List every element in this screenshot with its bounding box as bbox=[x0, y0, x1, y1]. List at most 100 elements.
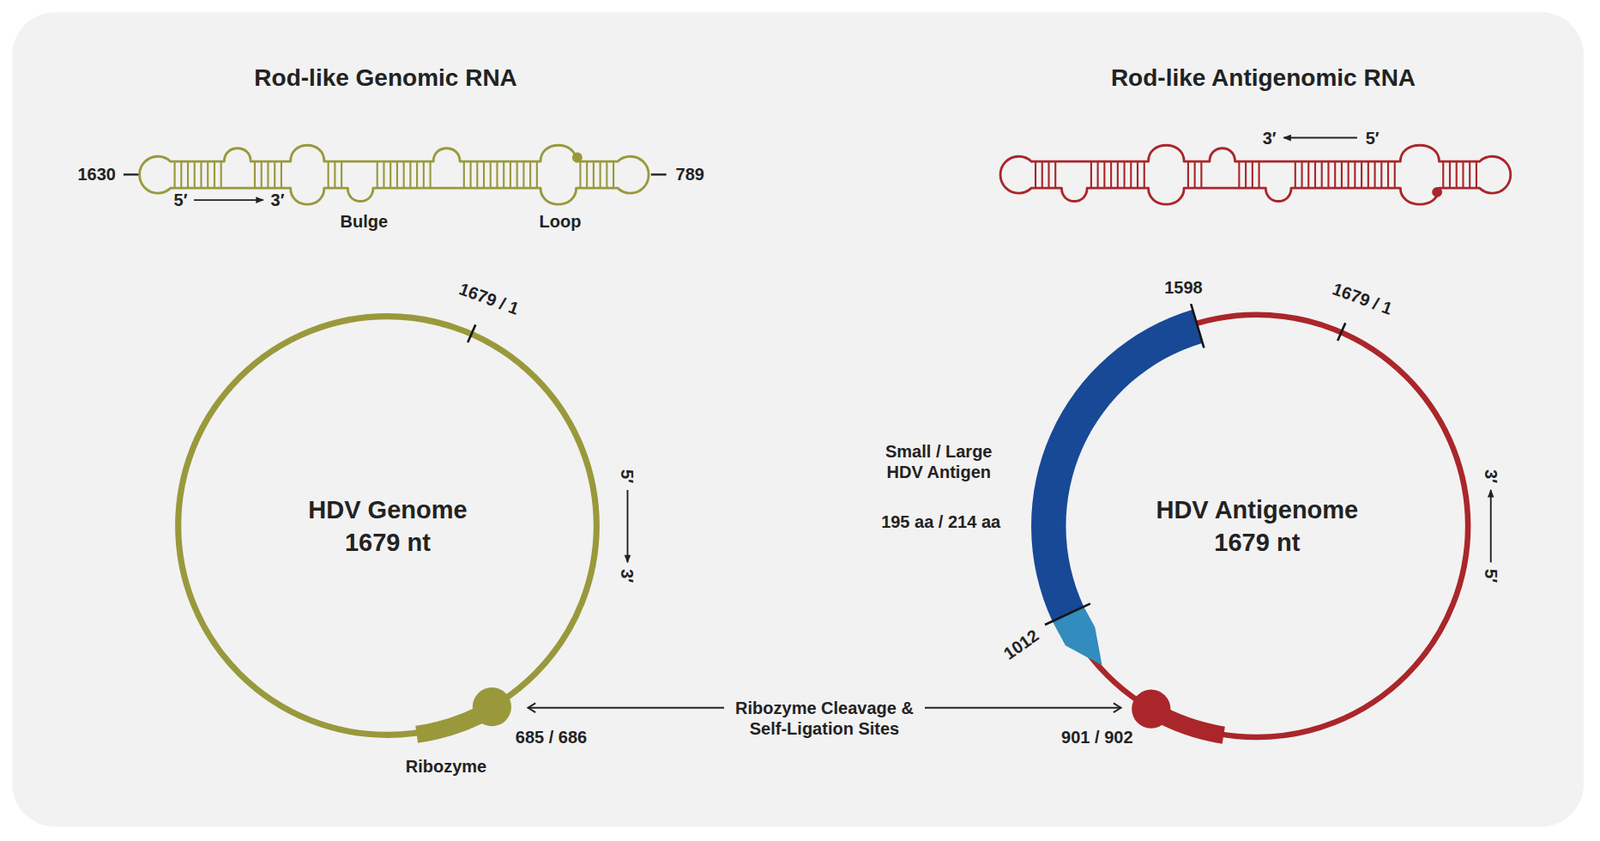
illustration bbox=[12, 12, 1584, 827]
base-pair-rung bbox=[181, 161, 183, 188]
ribozyme-dot bbox=[1431, 187, 1443, 198]
base-pair-rung bbox=[592, 161, 595, 188]
base-pair-rung bbox=[476, 161, 479, 188]
base-pair-rung bbox=[1047, 161, 1050, 188]
position-number: 1598 bbox=[1164, 277, 1203, 298]
panel-ground bbox=[12, 12, 1584, 827]
base-pair-rung bbox=[403, 161, 405, 188]
base-pair-rung bbox=[523, 161, 526, 188]
node-outline bbox=[147, 285, 628, 766]
position-tick bbox=[1191, 303, 1205, 348]
base-pair-rung bbox=[1110, 161, 1112, 188]
protein-name: Small / Large HDV Antigen bbox=[874, 440, 1003, 483]
base-pair-rung bbox=[1136, 161, 1139, 188]
genome-circle: HDV Genome1679 nt bbox=[147, 285, 628, 766]
ribozyme-dot bbox=[572, 151, 583, 163]
rod-strand bbox=[139, 144, 650, 205]
base-pair-rung bbox=[260, 161, 263, 188]
base-pair-rung bbox=[509, 161, 512, 188]
base-pair-rung bbox=[1360, 161, 1363, 188]
protein-length: 195 aa / 214 aa bbox=[881, 511, 1001, 532]
base-pair-rung bbox=[267, 161, 270, 188]
base-pair-rung bbox=[273, 161, 276, 188]
base-pair-rung bbox=[1142, 161, 1145, 188]
rod-strand bbox=[1000, 144, 1511, 205]
base-pair-rung bbox=[1244, 161, 1247, 188]
base-pair-rung bbox=[502, 161, 505, 188]
base-pair-rung bbox=[529, 161, 532, 188]
base-pair-rung bbox=[220, 161, 223, 188]
ribozyme-site-dot bbox=[1132, 688, 1172, 728]
circle-label: HDV Antigenome bbox=[1155, 493, 1359, 526]
base-pair-rung bbox=[579, 161, 582, 188]
ribozyme-site-dot bbox=[472, 687, 512, 726]
strand-end: 3′ bbox=[1480, 469, 1502, 484]
base-pair-rung bbox=[1250, 161, 1253, 188]
circle-label: 1679 nt bbox=[1213, 525, 1300, 559]
base-pair-rung bbox=[1387, 161, 1389, 188]
base-pair-rung bbox=[1200, 161, 1202, 188]
base-pair-rung bbox=[200, 161, 203, 188]
structure-name: Bulge bbox=[340, 211, 389, 232]
base-pair-rung bbox=[1442, 161, 1444, 188]
base-pair-rung bbox=[489, 161, 492, 188]
base-pair-rung bbox=[1448, 161, 1450, 188]
base-pair-rung bbox=[174, 161, 176, 188]
base-pair-rung bbox=[1334, 161, 1336, 188]
direction-arrow bbox=[1490, 489, 1492, 562]
strand-end: 5′ bbox=[174, 189, 188, 211]
direction-arrow bbox=[193, 199, 264, 201]
base-pair-rung bbox=[410, 161, 412, 188]
base-pair-rung bbox=[1474, 161, 1477, 188]
structure-name: Loop bbox=[538, 211, 581, 232]
base-pair-rung bbox=[599, 161, 602, 188]
base-pair-rung bbox=[383, 161, 386, 188]
circle-label: HDV Genome bbox=[307, 493, 467, 526]
base-pair-rung bbox=[396, 161, 399, 188]
position-number: 1679 / 1 bbox=[1329, 278, 1395, 320]
base-pair-rung bbox=[1346, 161, 1349, 188]
base-pair-rung bbox=[1468, 161, 1471, 188]
strand-end: 3′ bbox=[616, 568, 638, 583]
base-pair-rung bbox=[1461, 161, 1464, 188]
node-drawing bbox=[139, 144, 650, 205]
base-pair-rung bbox=[1313, 161, 1316, 188]
base-pair-rung bbox=[1366, 161, 1369, 188]
position-tick bbox=[468, 324, 477, 343]
node-drawing bbox=[1000, 144, 1511, 205]
site-number: 685 / 686 bbox=[515, 726, 587, 748]
base-pair-rung bbox=[193, 161, 196, 188]
base-pair-rung bbox=[1293, 161, 1296, 188]
base-pair-rung bbox=[1353, 161, 1356, 188]
base-pair-rung bbox=[1257, 161, 1260, 188]
base-pair-rung bbox=[1054, 161, 1057, 188]
base-pair-rung bbox=[416, 161, 418, 188]
base-pair-rung bbox=[207, 161, 210, 188]
connector-label: Ribozyme Cleavage & Self-Ligation Sites bbox=[724, 697, 925, 739]
base-pair-rung bbox=[1103, 161, 1105, 188]
base-pair-rung bbox=[1186, 161, 1189, 188]
position-number: 1012 bbox=[999, 624, 1043, 664]
strand-end: 5′ bbox=[616, 469, 638, 484]
base-pair-rung bbox=[585, 161, 588, 188]
base-pair-rung bbox=[1300, 161, 1303, 188]
base-pair-rung bbox=[340, 161, 343, 188]
node-drawing bbox=[1031, 303, 1468, 744]
base-pair-rung bbox=[606, 161, 609, 188]
position-tick bbox=[1044, 603, 1091, 625]
base-pair-rung bbox=[470, 161, 472, 188]
base-pair-rung bbox=[1320, 161, 1323, 188]
end-tick bbox=[123, 173, 140, 176]
base-pair-rung bbox=[429, 161, 432, 188]
base-pair-rung bbox=[483, 161, 485, 188]
base-pair-rung bbox=[1237, 161, 1240, 188]
antigenome-circle: HDV Antigenome1679 nt bbox=[1014, 283, 1499, 768]
base-pair-rung bbox=[1034, 161, 1037, 188]
base-pair-rung bbox=[1193, 161, 1196, 188]
base-pair-rung bbox=[1393, 161, 1395, 188]
base-pair-rung bbox=[1129, 161, 1132, 188]
base-pair-rung bbox=[1373, 161, 1376, 188]
rod-title: Rod-like Genomic RNA bbox=[253, 63, 517, 93]
base-pair-rung bbox=[612, 161, 615, 188]
base-pair-rung bbox=[536, 161, 538, 188]
